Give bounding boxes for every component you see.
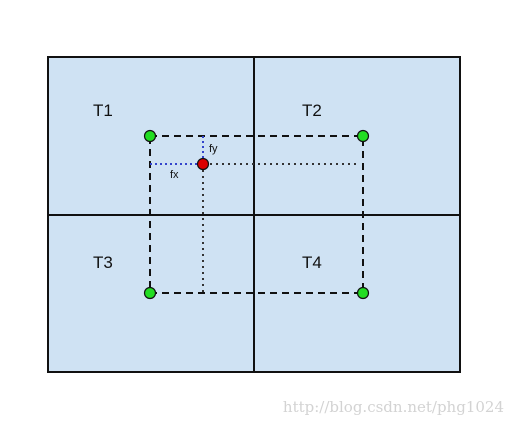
tile-label-t2: T2 — [302, 101, 322, 120]
corner-point-bottom-left — [143, 286, 157, 300]
tile-label-t1: T1 — [93, 101, 113, 120]
corner-point-top-left — [143, 129, 157, 143]
tile-label-t4: T4 — [302, 253, 322, 272]
corner-point-bottom-right — [356, 286, 370, 300]
corner-point-top-right — [356, 129, 370, 143]
sample-point — [196, 157, 210, 171]
tile-label-t3: T3 — [93, 253, 113, 272]
interpolation-rectangle — [149, 135, 364, 294]
fx-label: fx — [170, 169, 179, 181]
fy-label: fy — [209, 143, 218, 155]
watermark-text: http://blog.csdn.net/phg1024 — [283, 398, 504, 416]
